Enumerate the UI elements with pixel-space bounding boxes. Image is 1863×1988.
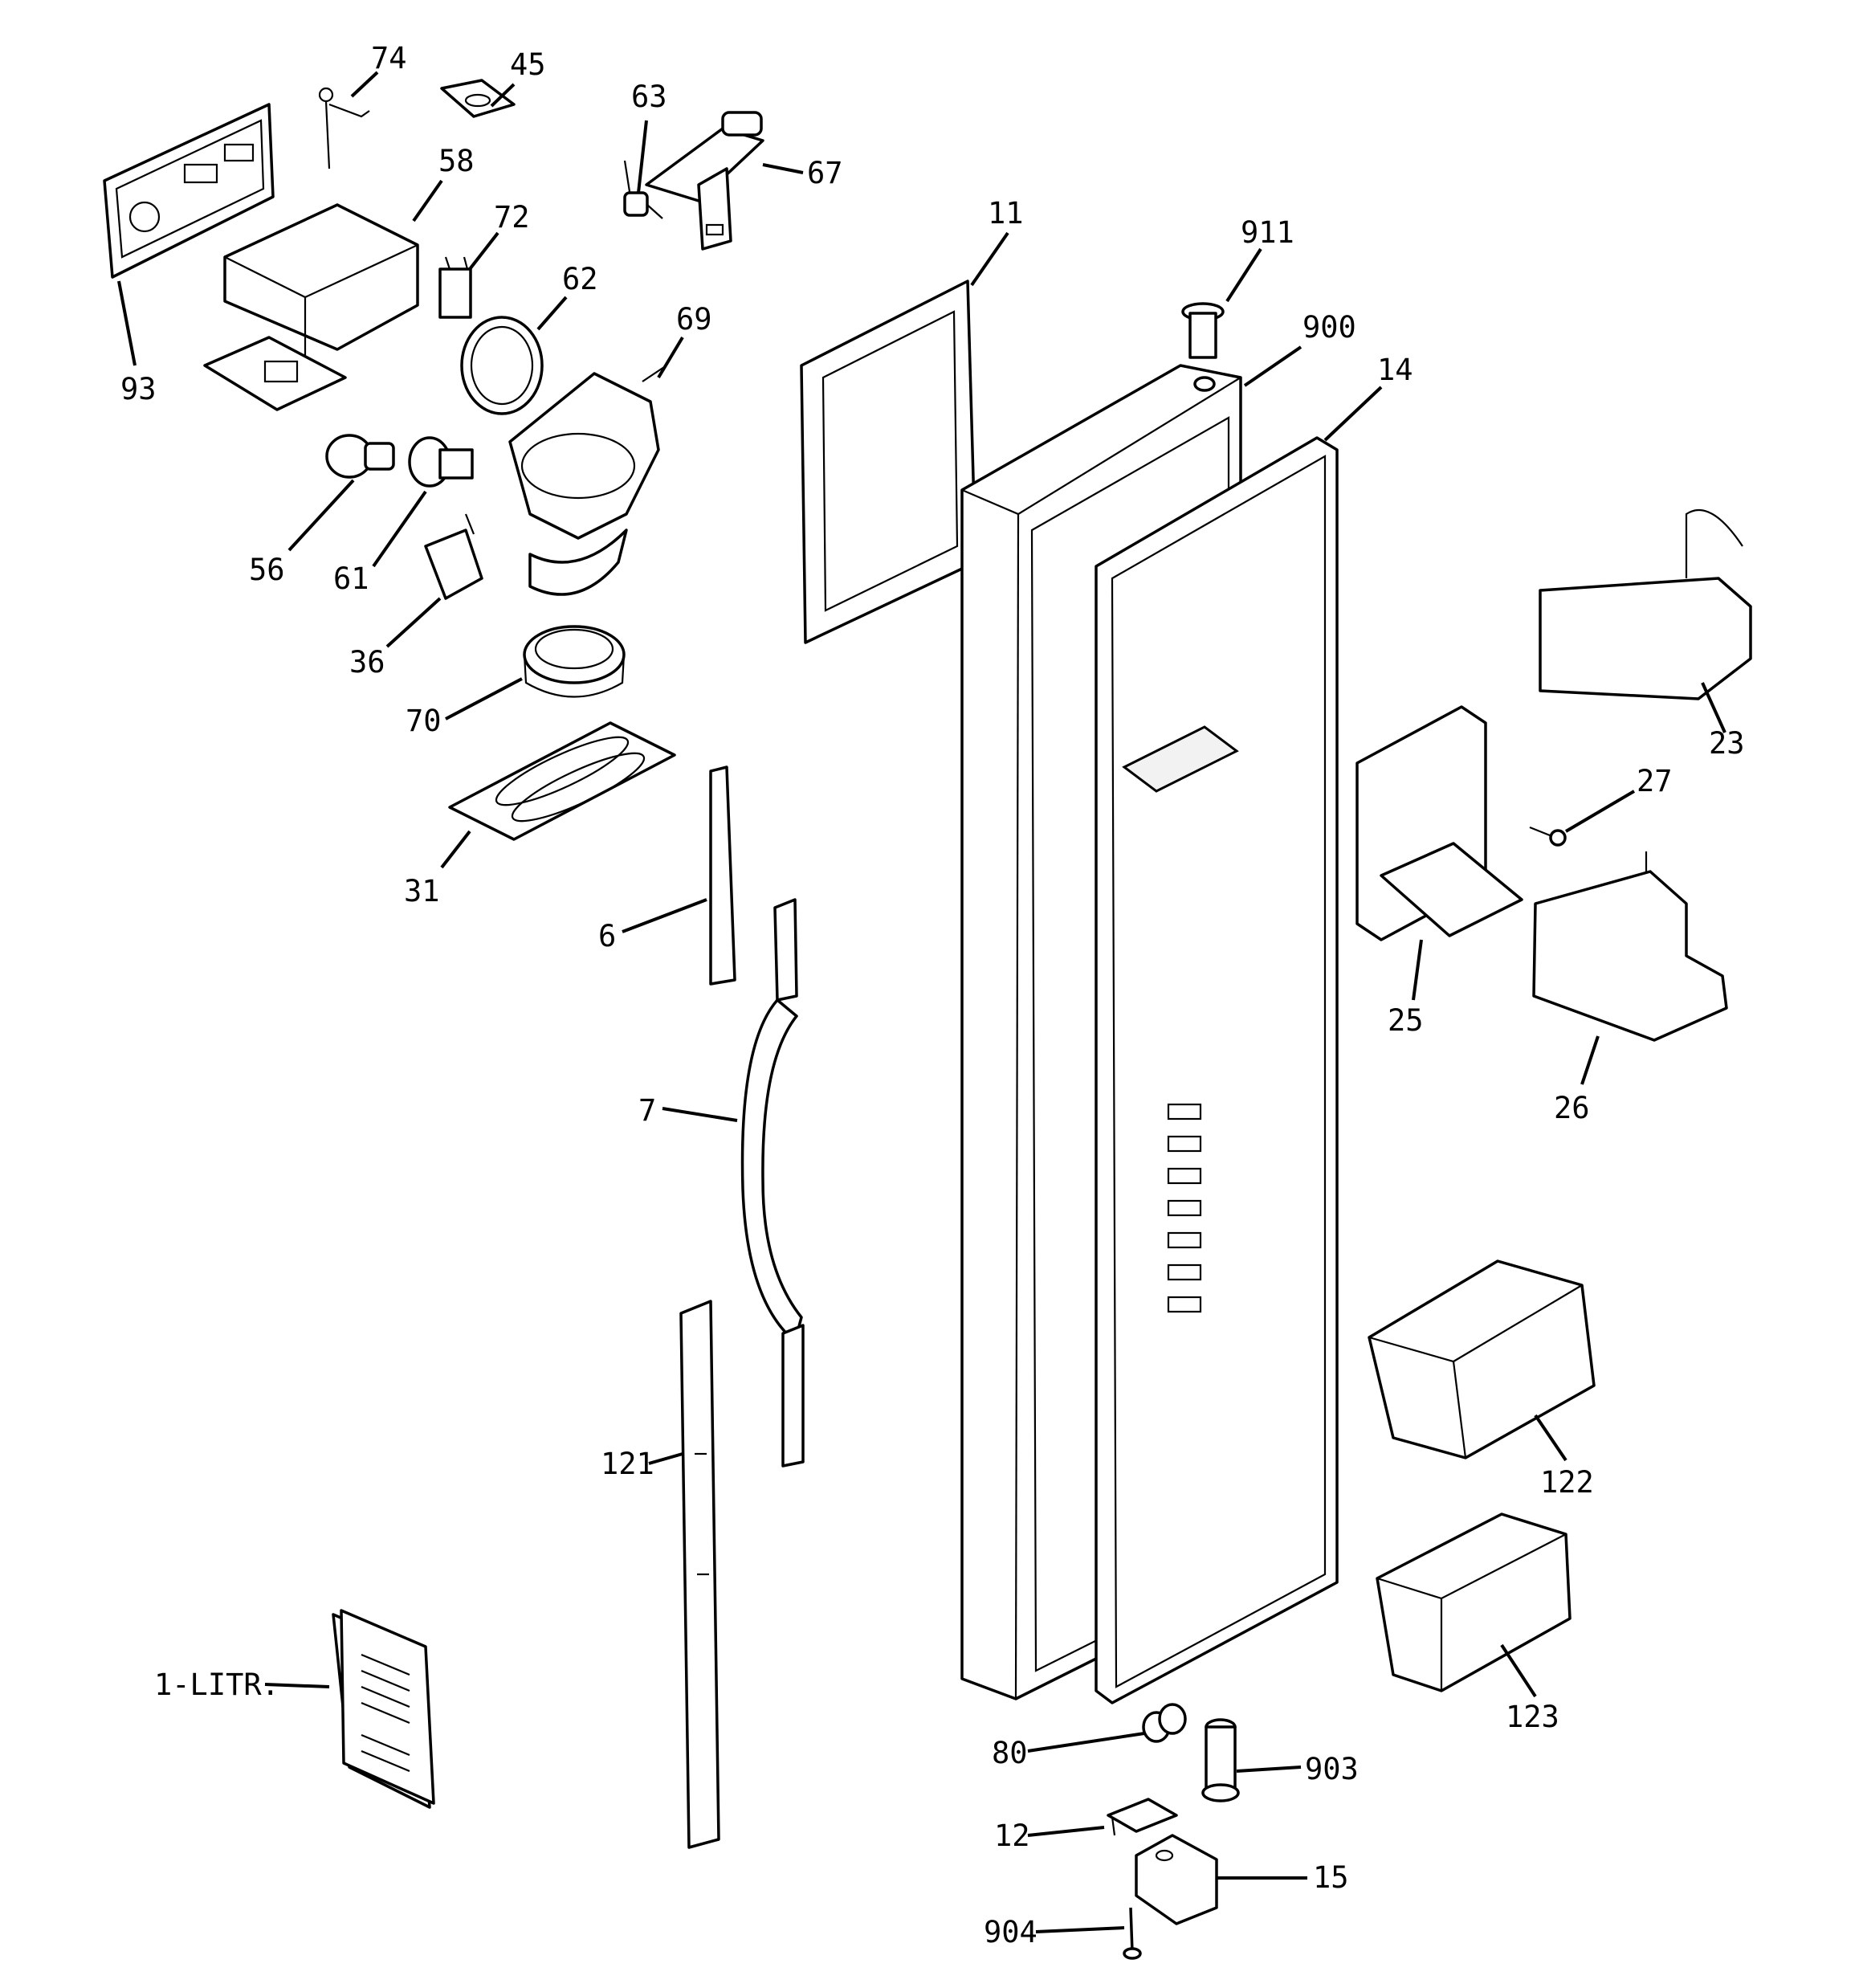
part-36-clip bbox=[424, 513, 483, 600]
part-25-bin-frame bbox=[1355, 705, 1523, 941]
part-904-screw bbox=[1123, 1907, 1142, 1960]
part-80-plug bbox=[1142, 1703, 1187, 1743]
part-11-recess-frame bbox=[800, 280, 977, 644]
label-121: 121 bbox=[601, 1447, 654, 1481]
part-7-handle bbox=[740, 898, 805, 1468]
callout-leader-lines bbox=[117, 71, 1726, 1933]
label-72: 72 bbox=[494, 200, 530, 235]
part-122-door-bin bbox=[1368, 1259, 1596, 1459]
part-62-ring bbox=[460, 316, 544, 415]
part-123-door-bin bbox=[1376, 1512, 1572, 1692]
label-1-litr: 1-LITR. bbox=[154, 1668, 279, 1702]
part-15-hinge bbox=[1135, 1834, 1218, 1925]
label-36: 36 bbox=[349, 645, 385, 680]
label-23: 23 bbox=[1709, 726, 1745, 761]
part-45-bracket bbox=[440, 79, 516, 118]
part-27-screw bbox=[1529, 826, 1567, 847]
part-93-control-board bbox=[103, 103, 275, 279]
label-6: 6 bbox=[598, 919, 616, 953]
callout-labels: 74 45 63 67 58 72 11 911 62 69 900 14 93… bbox=[120, 41, 1745, 1949]
part-911-bushing bbox=[1181, 302, 1225, 359]
label-45: 45 bbox=[510, 47, 546, 82]
label-27: 27 bbox=[1637, 764, 1673, 798]
label-69: 69 bbox=[676, 302, 712, 337]
label-7: 7 bbox=[638, 1093, 656, 1128]
door-shelf-clips bbox=[1167, 1103, 1202, 1313]
part-903-bushing bbox=[1201, 1718, 1240, 1802]
part-12-bracket bbox=[1107, 1798, 1178, 1836]
label-900: 900 bbox=[1302, 310, 1356, 345]
label-67: 67 bbox=[807, 156, 843, 190]
label-123: 123 bbox=[1506, 1700, 1559, 1734]
label-122: 122 bbox=[1540, 1465, 1594, 1500]
part-26-bin bbox=[1532, 851, 1728, 1042]
part-61-socket bbox=[408, 436, 474, 488]
part-23-bin-cover bbox=[1539, 509, 1752, 700]
part-56-bulb bbox=[325, 434, 395, 479]
part-63-spring bbox=[623, 160, 663, 219]
label-61: 61 bbox=[333, 561, 369, 596]
label-911: 911 bbox=[1241, 215, 1294, 250]
part-70-collar bbox=[523, 625, 626, 698]
label-63: 63 bbox=[631, 80, 667, 114]
label-12: 12 bbox=[994, 1819, 1030, 1853]
label-80: 80 bbox=[992, 1736, 1028, 1770]
part-72-switch bbox=[438, 256, 472, 319]
part-31-drip-tray bbox=[448, 721, 676, 841]
label-62: 62 bbox=[562, 262, 598, 296]
part-1-litr-booklet bbox=[332, 1609, 435, 1809]
label-26: 26 bbox=[1554, 1091, 1590, 1125]
label-58: 58 bbox=[438, 144, 475, 178]
part-67-actuator-arm bbox=[645, 111, 764, 251]
part-121-handle-trim bbox=[679, 1300, 720, 1849]
part-14-door-gasket bbox=[1095, 436, 1339, 1704]
booklet-text-lines bbox=[361, 1653, 410, 1773]
label-56: 56 bbox=[249, 553, 285, 587]
part-6-trim-strip bbox=[709, 765, 736, 986]
part-58-dispenser-housing bbox=[203, 203, 419, 411]
part-69-ice-chute bbox=[508, 365, 667, 596]
label-11: 11 bbox=[988, 196, 1024, 231]
label-904: 904 bbox=[984, 1915, 1037, 1949]
label-74: 74 bbox=[371, 41, 407, 76]
label-903: 903 bbox=[1305, 1752, 1359, 1786]
part-74-spring bbox=[318, 87, 370, 169]
label-93: 93 bbox=[120, 372, 157, 406]
label-14: 14 bbox=[1377, 353, 1413, 387]
label-15: 15 bbox=[1313, 1860, 1349, 1895]
label-25: 25 bbox=[1388, 1003, 1424, 1038]
label-70: 70 bbox=[406, 704, 442, 738]
label-31: 31 bbox=[404, 874, 440, 908]
